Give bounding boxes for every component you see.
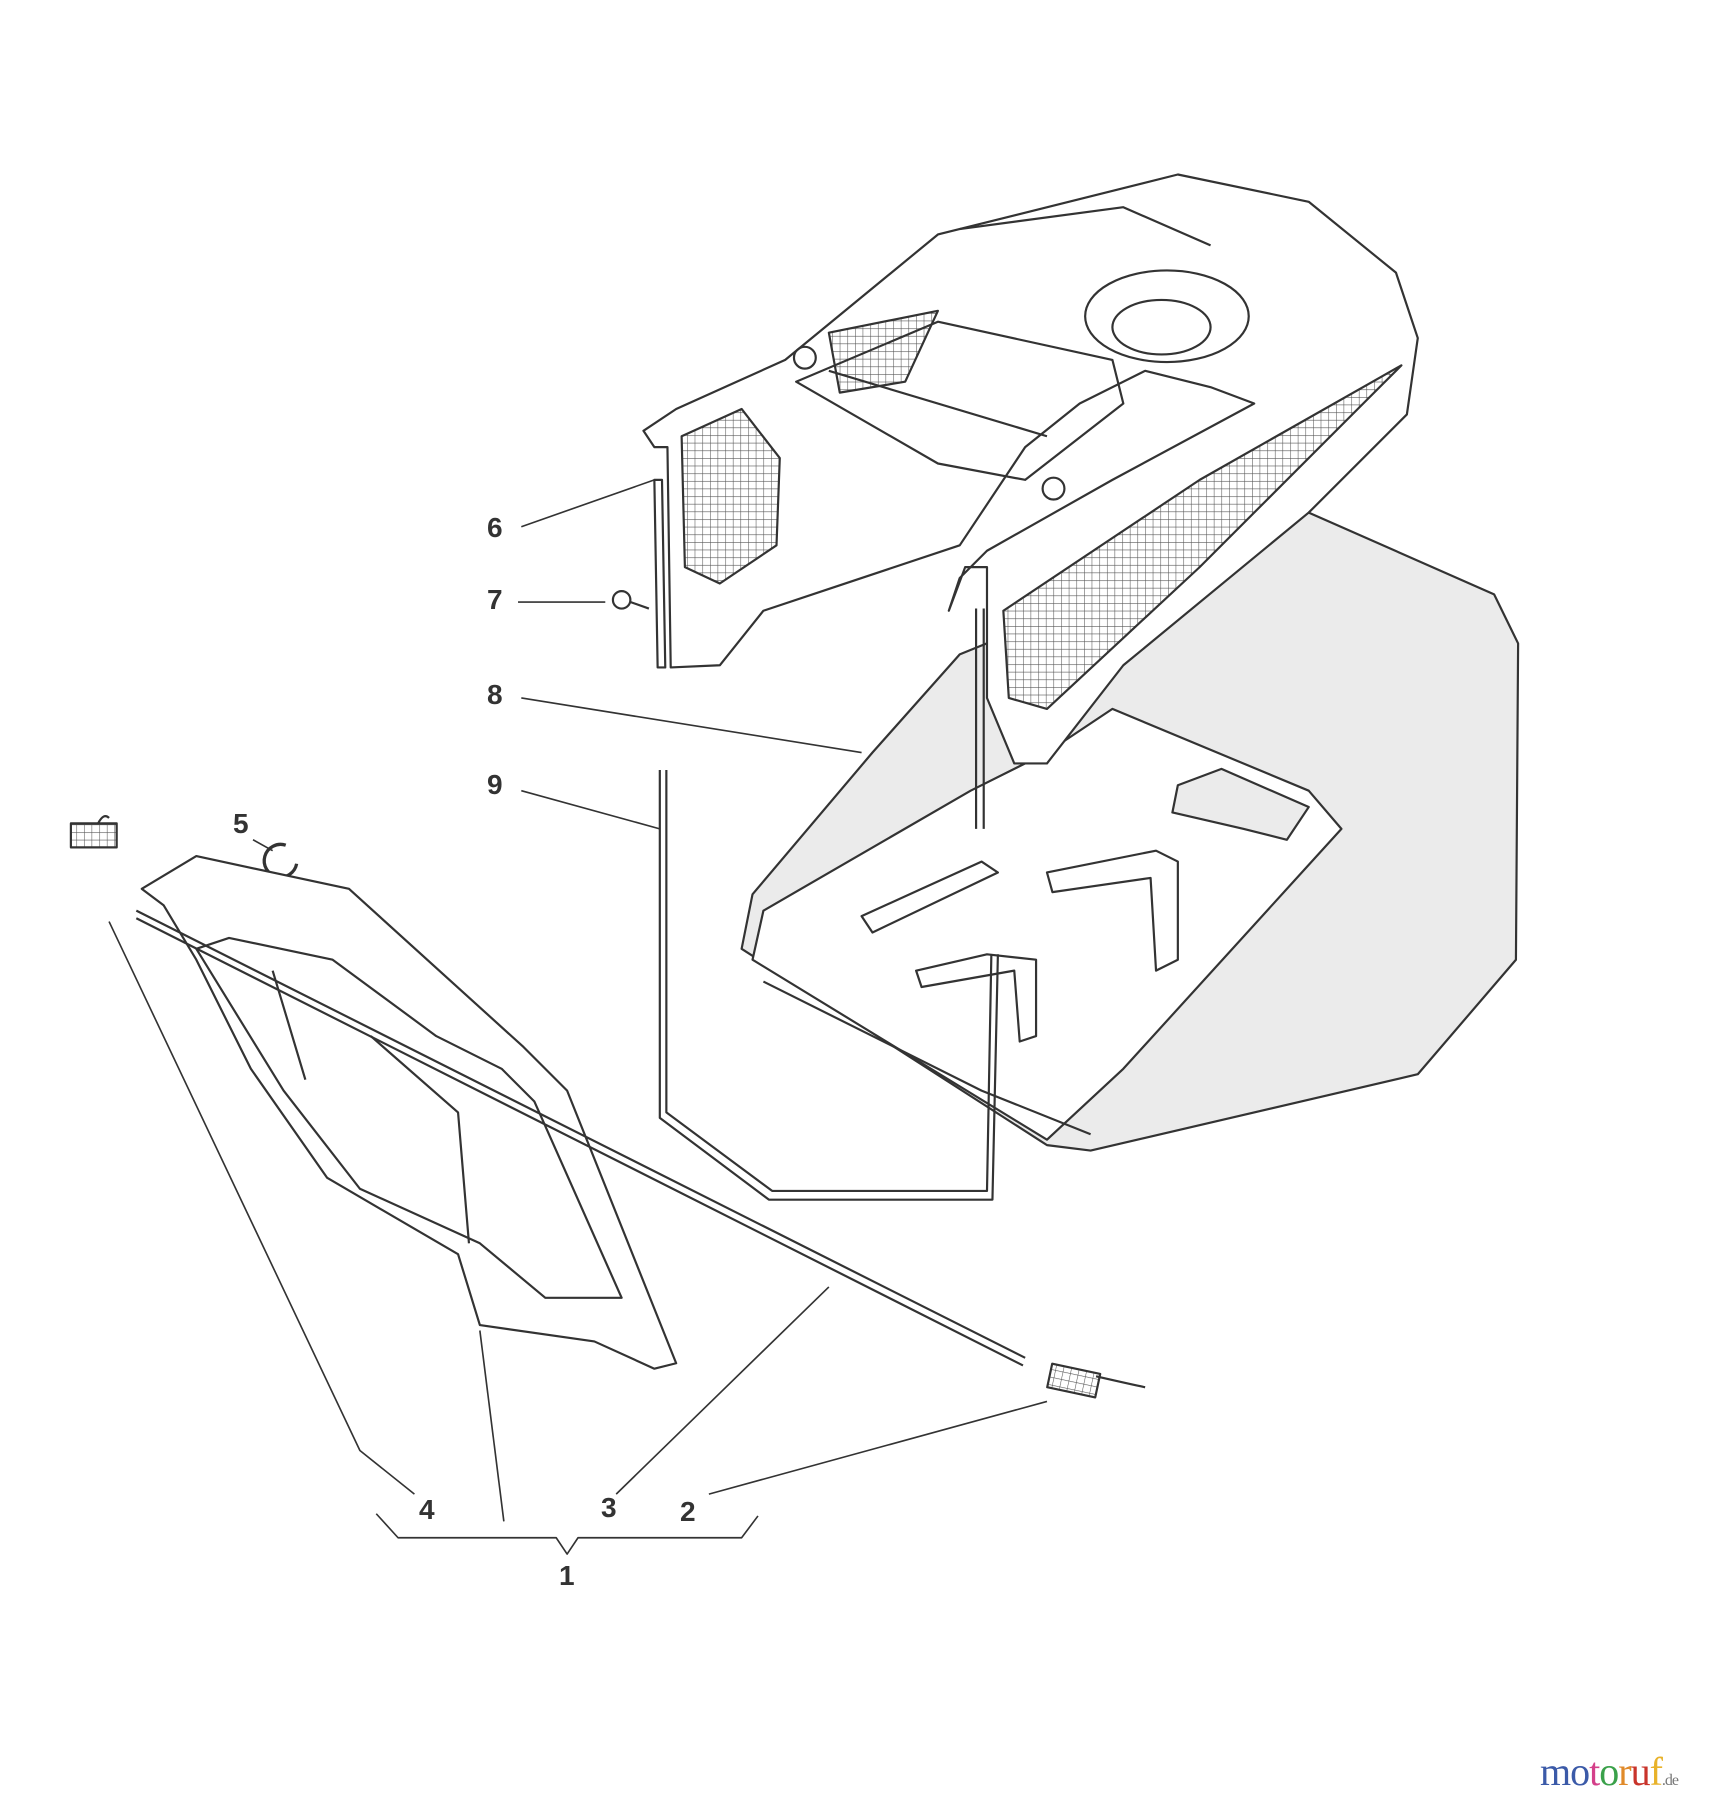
- callout-7: 7: [487, 584, 503, 615]
- rear-flap: [140, 855, 678, 1370]
- callout-5: 5: [233, 808, 249, 839]
- handle-rod-left: [653, 478, 667, 669]
- callout-6: 6: [487, 512, 503, 543]
- spring-right: [1046, 1362, 1146, 1399]
- frame-rod: [658, 769, 999, 1201]
- callout-4: 4: [419, 1494, 435, 1525]
- callout-3: 3: [601, 1492, 617, 1523]
- leader-lines: [108, 479, 1048, 1555]
- callout-8: 8: [487, 679, 503, 710]
- spring-left: [69, 815, 118, 849]
- circlip: [262, 842, 299, 879]
- hood: [642, 173, 1419, 765]
- grass-bag: [740, 511, 1520, 1152]
- callout-1: 1: [559, 1560, 575, 1591]
- callout-2: 2: [680, 1496, 696, 1527]
- watermark-logo: motoruf.de: [1540, 1749, 1679, 1794]
- shaft: [135, 909, 1026, 1367]
- screw: [611, 590, 650, 610]
- callout-9: 9: [487, 769, 503, 800]
